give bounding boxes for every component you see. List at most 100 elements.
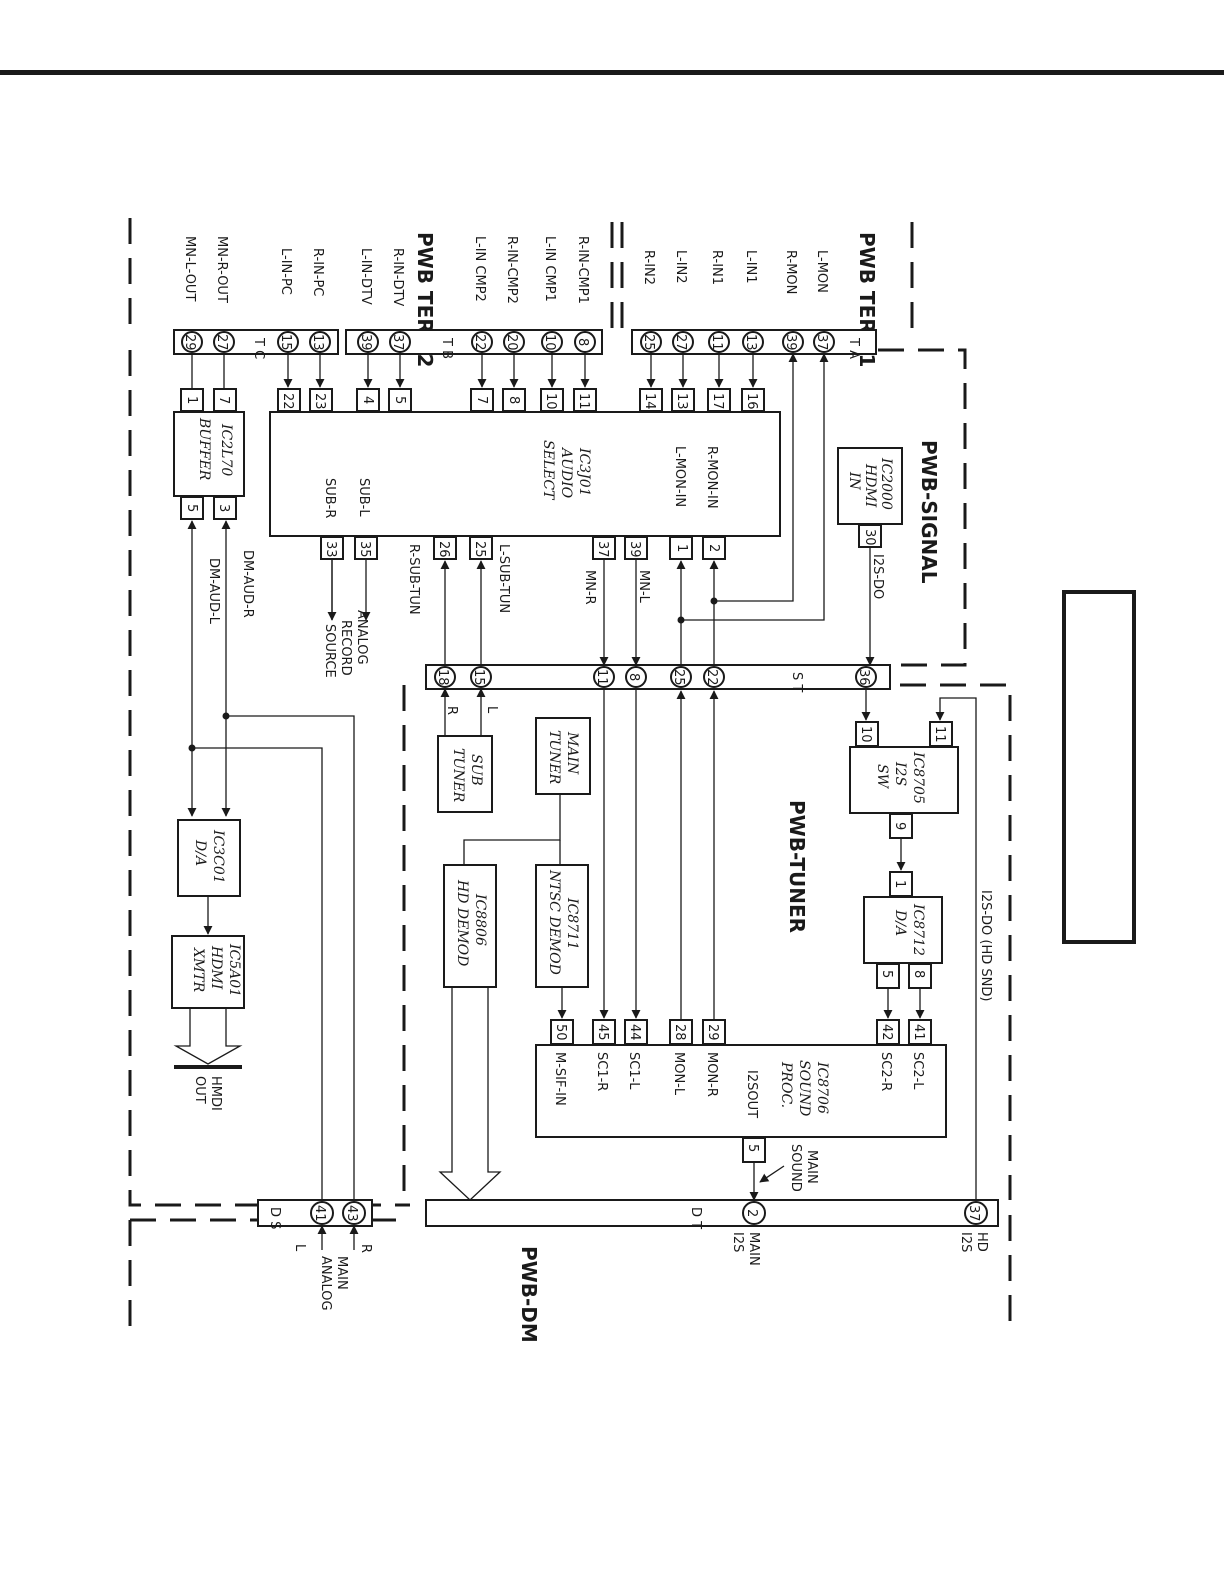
connector-dt-bar	[425, 1199, 999, 1227]
mn-l-label: MN-L	[636, 570, 651, 604]
term2-pin-number: 37	[390, 334, 405, 351]
ic3j01-input-pin: 22	[280, 393, 295, 410]
i2s-do-label: I2S-DO	[870, 554, 885, 599]
board-dm-label: PWB-DM	[517, 1246, 541, 1343]
i2s-do-hd-label: I2S-DO (HD SND)	[978, 890, 993, 1001]
ic3j01-output-pin: 37	[595, 541, 610, 558]
ic2l70-name: IC2L70	[218, 423, 234, 476]
term2-pin-label: L-IN CMP2	[472, 236, 487, 302]
term2-pin-label: L-IN-DTV	[358, 248, 373, 305]
hdmi-out-label-1: HMDI	[208, 1076, 223, 1111]
main-sound-label-1: MAIN	[804, 1150, 819, 1184]
ic3j01-output-pin: 25	[472, 541, 487, 558]
ic3j01-input-pin: 17	[710, 393, 725, 410]
term2-pin-group: L-IN-DTV R-IN-DTV L-IN CMP2 R-IN-CMP2 L-…	[357, 236, 596, 353]
page-top-rule	[0, 70, 1224, 75]
main-analog-l-label: L	[292, 1244, 307, 1252]
st-l-label: L	[484, 706, 499, 714]
mn-r-label: MN-R	[582, 570, 597, 605]
tc-pin-group: MN-L-OUT MN-R-OUT L-IN-PC R-IN-PC 29 27 …	[181, 236, 331, 353]
i2s-path-blocks: 10 11 IC8705 I2S SW 9 1 IC8712 D/A 5 8	[849, 689, 977, 1200]
ic2l70-pin: 5	[184, 504, 199, 512]
connector-ds-label: D S	[267, 1207, 282, 1229]
ic8706-pin: 44	[627, 1024, 642, 1041]
ic8706-input-label: SC2-L	[910, 1052, 925, 1090]
ic2l70-line2: BUFFER	[196, 417, 212, 481]
ic8705-pin: 10	[858, 726, 873, 743]
tc-pin-number: 13	[310, 334, 325, 351]
main-tuner-line1: MAIN	[564, 731, 580, 775]
ic3j01-output-pin: 33	[323, 541, 338, 558]
ic2l70-buffer: 1 7 5 3 IC2L70 BUFFER	[173, 354, 355, 1200]
ic5a01-name: IC5A01	[226, 943, 242, 997]
main-analog-label-1: MAIN	[334, 1256, 349, 1290]
term1-pin-label: L-IN2	[673, 250, 688, 284]
ic8705-pin: 11	[932, 726, 947, 743]
tc-pin-label: MN-L-OUT	[182, 236, 197, 301]
st-r-label: R	[444, 706, 459, 715]
ic3j01-lmon-label: L-MON-IN	[672, 446, 687, 507]
blank-label-box	[1062, 590, 1136, 944]
l-sub-tun-label: L-SUB-TUN	[496, 544, 511, 613]
ds-pin-number: 41	[312, 1205, 327, 1222]
ic8706-pin: 5	[745, 1144, 760, 1152]
ic3j01-rmon-label: R-MON-IN	[704, 446, 719, 509]
st-pin-number: 15	[471, 669, 486, 686]
ic2000-line2: HDMI	[862, 463, 878, 508]
ic8706-input-label: SC1-L	[626, 1052, 641, 1090]
ic8712-line2: D/A	[892, 909, 908, 936]
ic3j01-input-pin: 16	[744, 393, 759, 410]
r-sub-tun-label: R-SUB-TUN	[406, 544, 421, 615]
ic3j01-line2: AUDIO	[558, 446, 574, 499]
term1-pin-label: L-IN1	[743, 250, 758, 284]
ic3j01-input-pin: 23	[312, 393, 327, 410]
ic3j01-output-pin: 35	[357, 541, 372, 558]
dt-pin-number: 2	[744, 1209, 759, 1217]
ic2000-name: IC2000	[878, 457, 894, 510]
ic3j01-line3: SELECT	[540, 440, 556, 501]
ic8706-pin: 28	[672, 1024, 687, 1041]
ic3j01-subr-label: SUB-R	[322, 478, 337, 518]
term2-pin-label: R-IN-DTV	[390, 248, 405, 306]
dm-aud-r-label: DM-AUD-R	[240, 550, 255, 618]
ic8706-pin: 45	[595, 1024, 610, 1041]
ic3j01-output-pin: 26	[436, 541, 451, 558]
ic8706-pin: 29	[705, 1024, 720, 1041]
ic8706-name: IC8706	[814, 1061, 830, 1114]
board-tuner-label: PWB-TUNER	[785, 800, 809, 933]
ic8705-name: IC8705	[910, 751, 926, 804]
st-pin-number: 25	[671, 669, 686, 686]
ic8806-line2: HD DEMOD	[454, 879, 470, 966]
ic3j01-input-pin: 7	[474, 396, 489, 404]
tc-pin-label: R-IN-PC	[310, 248, 325, 296]
term2-pin-number: 8	[575, 338, 590, 346]
term2-pin-label: R-IN-CMP2	[504, 236, 519, 304]
ic3j01-audio-select: 22 23 4 5 7 8 10 11 14 13 17 16 IC3J01 A…	[269, 388, 781, 560]
main-i2s-label-2: I2S	[730, 1232, 745, 1252]
tc-pin-number: 29	[182, 334, 197, 351]
connector-dt-label: D T	[688, 1207, 703, 1229]
st-pin-number: 22	[704, 669, 719, 686]
main-tuner-line2: TUNER	[546, 730, 562, 785]
ic2l70-pin: 1	[184, 396, 199, 404]
ic2l70-pin: 7	[216, 396, 231, 404]
ic3j01-input-pin: 10	[543, 393, 558, 410]
ic8706-input-label: MON-R	[704, 1052, 719, 1097]
ic3c01-name: IC3C01	[210, 829, 226, 884]
ic8706-output-label: I2SOUT	[744, 1070, 759, 1118]
ic8706-pin: 50	[553, 1024, 568, 1041]
ic8806-name: IC8806	[472, 893, 488, 946]
dm-connector-pins: 41 43 2 37	[310, 1201, 988, 1250]
source-label: SOURCE	[322, 624, 337, 678]
connector-tc-label: T C	[251, 337, 266, 359]
record-label: RECORD	[338, 620, 353, 676]
term1-pin-label: R-MON	[783, 250, 798, 294]
ic5a01-line2: HDMI	[208, 945, 224, 990]
term1-pin-group: R-IN2 L-IN2 R-IN1 L-IN1 R-MON L-MON 25 2…	[640, 250, 835, 353]
connector-st-bar	[425, 664, 891, 690]
ic8706-pin: 42	[879, 1024, 894, 1041]
ic8705-line2: I2S	[892, 761, 908, 786]
dm-output-blocks: IC3C01 D/A IC5A01 HDMI XMTR HMDI OUT	[171, 819, 245, 1111]
term1-pin-number: 13	[743, 334, 758, 351]
